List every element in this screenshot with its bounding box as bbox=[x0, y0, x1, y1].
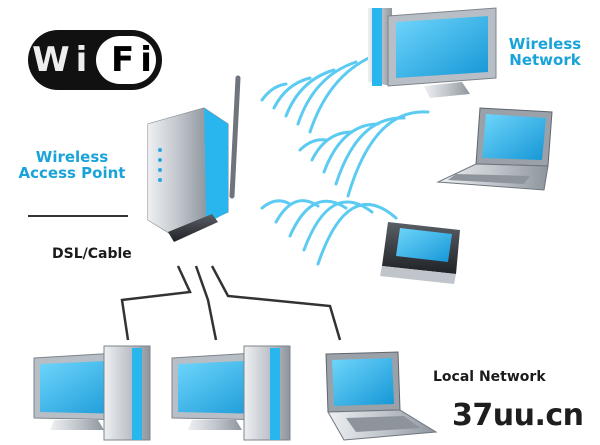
access-point-label: Wireless Access Point bbox=[18, 148, 126, 182]
waves-middle bbox=[298, 110, 430, 198]
waves-top bbox=[260, 52, 380, 134]
lan-cables bbox=[120, 265, 342, 341]
local-desktop-1 bbox=[33, 345, 151, 441]
local-desktop-2 bbox=[171, 345, 291, 441]
dsl-cable-label: DSL/Cable bbox=[52, 246, 132, 262]
wireless-desktop bbox=[368, 7, 497, 98]
wireless-network-label: Wireless Network bbox=[508, 35, 582, 69]
local-laptop bbox=[325, 351, 438, 441]
wireless-smartphone bbox=[380, 222, 460, 284]
waves-bottom bbox=[260, 199, 398, 266]
wireless-laptop bbox=[436, 107, 553, 191]
local-network-label: Local Network bbox=[433, 369, 546, 385]
access-point-router bbox=[147, 75, 241, 242]
watermark-text: 37uu.cn bbox=[452, 398, 584, 433]
wireless-waves bbox=[260, 52, 430, 266]
wifi-logo bbox=[28, 30, 162, 90]
